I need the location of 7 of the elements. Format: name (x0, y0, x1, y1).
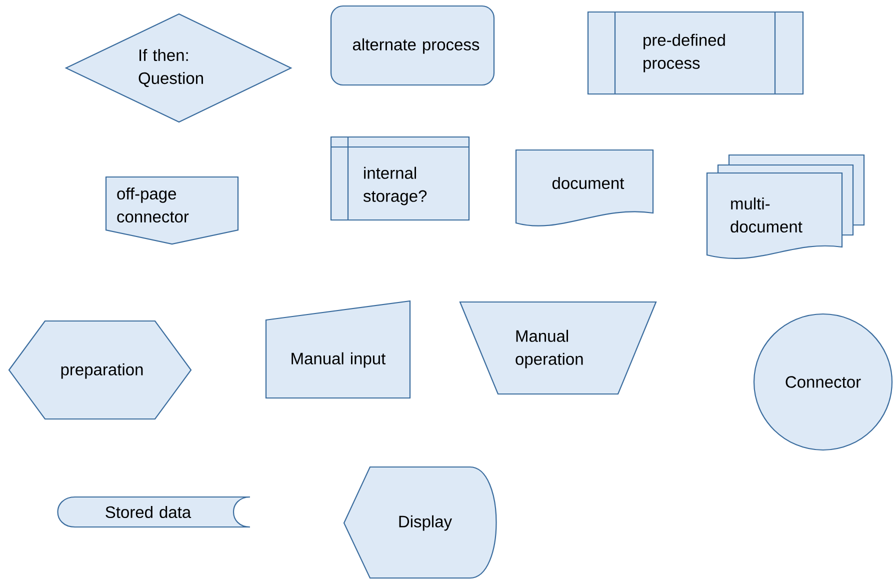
alternate-process-box: alternate process (330, 5, 495, 86)
manual-operation-trapezoid: Manual operation (459, 301, 657, 395)
stored-data-shape: Stored data (57, 496, 251, 528)
predefined-process-box: pre-defined process (587, 11, 804, 95)
internal-storage-box: internal storage? (330, 136, 470, 221)
preparation-hexagon: preparation (8, 320, 192, 420)
off-page-connector: off-page connector (105, 176, 239, 245)
